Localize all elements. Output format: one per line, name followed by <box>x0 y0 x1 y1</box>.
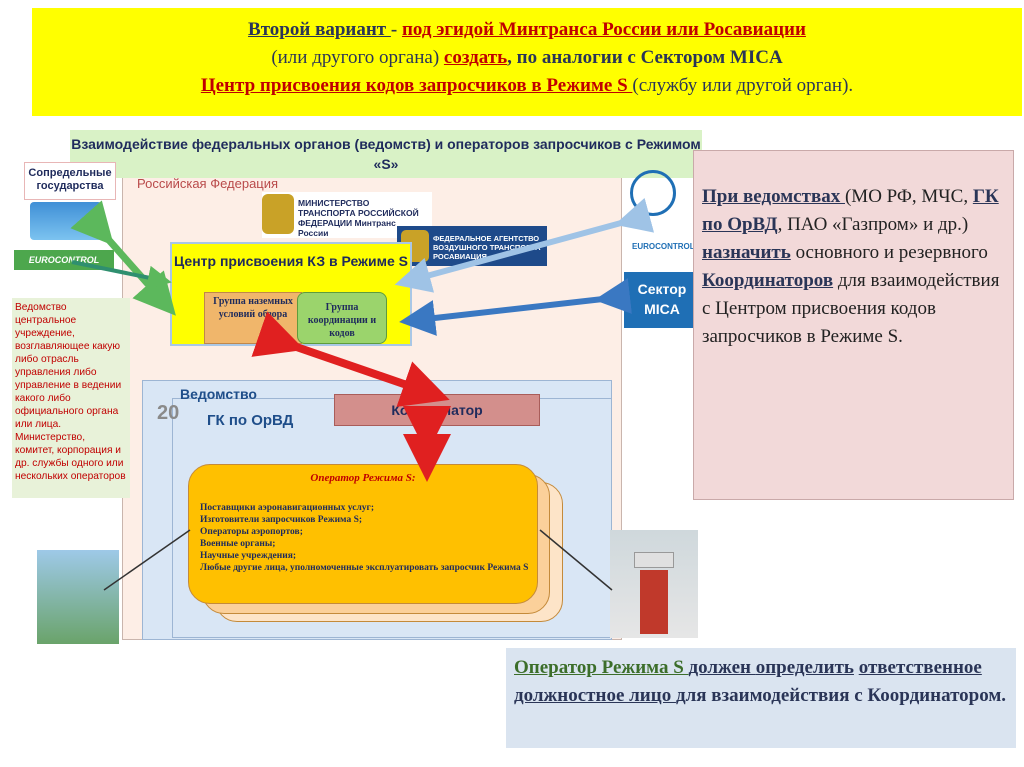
header-line-2: (или другого органа) создать, по аналоги… <box>32 44 1022 72</box>
header-center-link[interactable]: Центр присвоения кодов запросчиков в Реж… <box>201 75 633 96</box>
bottom-note-operator: Оператор Режима S <box>514 657 689 678</box>
arrow-eurocontrol-to-center <box>72 262 160 280</box>
header-analogy: , по аналогии с Сектором MICA <box>507 47 783 68</box>
side-note-text: основного и резервного <box>791 242 988 263</box>
bottom-note-must: должен <box>689 657 756 678</box>
side-note-assign: назначить <box>702 242 791 263</box>
bottom-note-rest: для взаимодействия с Координатором. <box>676 685 1006 706</box>
header-banner: Второй вариант - под эгидой Минтранса Ро… <box>32 8 1022 116</box>
side-note-text: , ПАО «Газпром» и др.) <box>778 214 969 235</box>
side-note-box: При ведомствах (МО РФ, МЧС, ГК по ОрВД, … <box>693 150 1014 500</box>
header-line-3: Центр присвоения кодов запросчиков в Реж… <box>32 72 1022 100</box>
header-under-aegis: под эгидой Минтранса России или Росавиац… <box>402 19 806 40</box>
header-dash: - <box>391 19 402 40</box>
arrow-icao-to-center <box>412 220 632 280</box>
arrow-mica-to-center <box>417 298 612 320</box>
side-note-coordinators: Координаторов <box>702 270 833 291</box>
header-service: (службу или другой орган). <box>632 75 853 96</box>
line-antenna-to-operator <box>104 530 190 590</box>
side-note-under-departments: При ведомствах <box>702 186 845 207</box>
header-line-1: Второй вариант - под эгидой Минтранса Ро… <box>32 16 1022 44</box>
arrow-sovereign-to-center <box>100 230 162 300</box>
bottom-note-box: Оператор Режима S должен определить отве… <box>506 648 1016 748</box>
side-note-text: (МО РФ, МЧС, <box>845 186 973 207</box>
bottom-note-define: определить <box>756 657 854 678</box>
header-variant: Второй вариант <box>248 19 391 40</box>
header-create: создать <box>444 47 507 68</box>
arrow-center-to-coordinator <box>282 342 427 392</box>
header-other-body: (или другого органа) <box>271 47 444 68</box>
diagram-arrows <box>12 130 692 650</box>
line-radar-to-operator <box>540 530 612 590</box>
